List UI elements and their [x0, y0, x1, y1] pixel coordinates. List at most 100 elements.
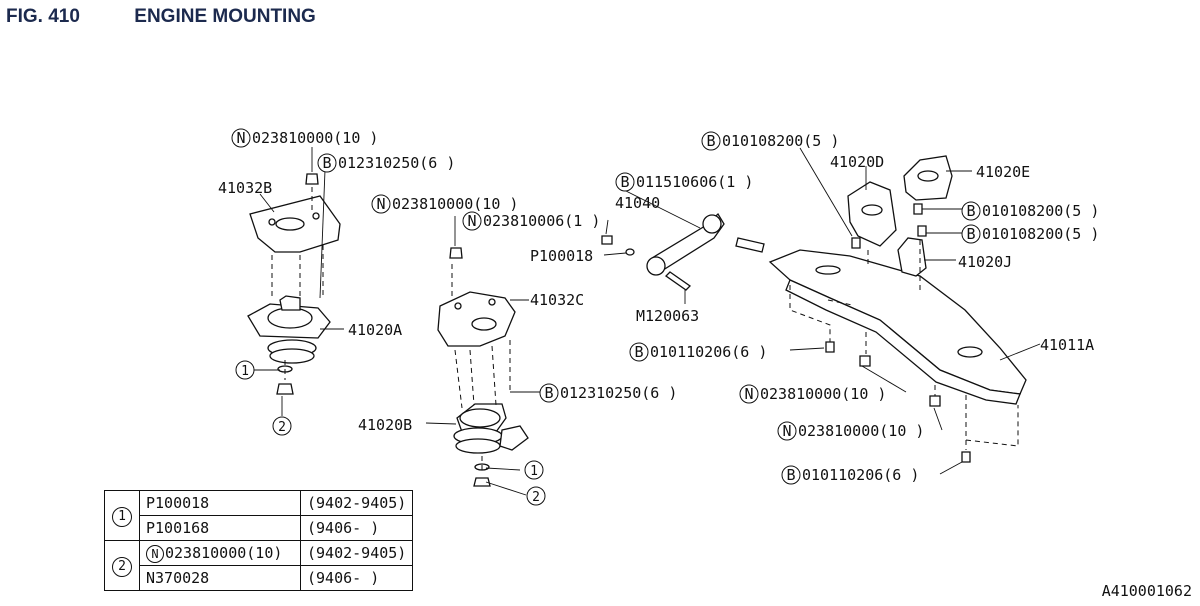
mount-41020d: [847, 181, 897, 247]
callout-text: 010110206(6 ): [802, 466, 919, 484]
table-row: N370028 (9406- ): [105, 565, 414, 591]
figure-number: FIG. 410: [6, 6, 80, 27]
prefix-letter: N: [744, 385, 753, 403]
callout-text: 41020E: [976, 163, 1030, 181]
figure-title: ENGINE MOUNTING: [134, 6, 316, 27]
part-cell: P100018: [139, 490, 301, 516]
callout-p2: 41020A: [348, 321, 402, 339]
callout-text: 41020A: [348, 321, 402, 339]
prefix-letter: B: [966, 225, 975, 243]
callout-n2: N 023810000(10 ): [371, 194, 518, 214]
callout-b8: B 010110206(6 ): [781, 465, 919, 485]
center-assembly-dashes: [451, 264, 511, 474]
callout-text: 011510606(1 ): [636, 173, 753, 191]
callout-text: 023810000(10 ): [392, 195, 518, 213]
range-cell: (9402-9405): [299, 540, 414, 566]
prefix-letter: B: [544, 384, 553, 402]
prefix-letter: B: [966, 202, 975, 220]
prefix-letter: B: [634, 343, 643, 361]
figure-header: FIG. 410 ENGINE MOUNTING: [6, 6, 316, 28]
prefix-circle: [615, 172, 635, 192]
callout-text: 023810000(10 ): [760, 385, 886, 403]
table-row: 1 P100018 (9402-9405): [104, 490, 414, 541]
callout-b6: B 010108200(5 ): [961, 224, 1099, 244]
prefix-letter: B: [786, 466, 795, 484]
mount-41020b: [453, 403, 529, 454]
left-top-nut: [305, 173, 319, 185]
callout-b7: B 010110206(6 ): [629, 342, 767, 362]
callout-text: 012310250(6 ): [560, 384, 677, 402]
mount-41020a: [247, 295, 331, 364]
prefix-circle: [317, 153, 337, 173]
svg-text:1: 1: [241, 364, 249, 379]
prefix-letter: N: [376, 195, 385, 213]
callout-text: P100018: [530, 247, 593, 265]
prefix-circle: [961, 224, 981, 244]
callout-p7: 41020B: [358, 416, 412, 434]
callout-p5: M120063: [636, 307, 699, 325]
callout-text: 012310250(6 ): [338, 154, 455, 172]
callout-b5: B 010108200(5 ): [961, 201, 1099, 221]
callout-n5: N 023810000(10 ): [777, 421, 924, 441]
prefix-letter: B: [322, 154, 331, 172]
catalog-number: A410001062: [1101, 582, 1192, 600]
prefix-circle: [781, 465, 801, 485]
ref-marker-1-left: 1: [235, 360, 255, 380]
svg-text:1: 1: [530, 464, 538, 479]
mount-41020j: [897, 237, 927, 277]
callout-text: 023810000(10 ): [252, 129, 378, 147]
callout-text: 41020J: [958, 253, 1012, 271]
callout-text: 010110206(6 ): [650, 343, 767, 361]
prefix-circle: [777, 421, 797, 441]
mount-41020e: [903, 155, 953, 201]
crossmember-41011a: [768, 249, 1027, 405]
callout-b2: B 011510606(1 ): [615, 172, 753, 192]
prefix-circle: [739, 384, 759, 404]
svg-text:2: 2: [278, 420, 286, 435]
callout-text: 41020B: [358, 416, 412, 434]
callout-p8: 41020D: [830, 153, 884, 171]
callout-p11: 41011A: [1040, 336, 1094, 354]
crossmember-fasteners: [825, 203, 971, 463]
callout-b1: B 012310250(6 ): [317, 153, 455, 173]
range-cell: (9406- ): [299, 565, 414, 591]
callout-text: 41032C: [530, 291, 584, 309]
callout-p6: 41032C: [530, 291, 584, 309]
bracket-41032c: [437, 291, 516, 347]
callout-text: 023810000(10 ): [798, 422, 924, 440]
crossmember-dashes: [789, 240, 1019, 450]
table-row: P100168 (9406- ): [105, 515, 414, 541]
callout-text: 010108200(5 ): [982, 225, 1099, 243]
prefix-circle: [961, 201, 981, 221]
callout-p10: 41020J: [958, 253, 1012, 271]
range-cell: (9406- ): [299, 515, 414, 541]
prefix-circle: [629, 342, 649, 362]
part-cell: N370028: [139, 565, 301, 591]
ref-marker-2-center: 2: [526, 486, 546, 506]
callout-p1: 41032B: [218, 179, 272, 197]
part-cell: P100168: [139, 515, 301, 541]
center-top-nut: [449, 247, 463, 259]
prefix-letter: B: [620, 173, 629, 191]
stopper-41040: [601, 212, 765, 291]
ref-marker-1-center: 1: [524, 460, 544, 480]
prefix-circle: [462, 211, 482, 231]
part-code-table: 1 P100018 (9402-9405) P100168 (9406- ) 2…: [104, 490, 414, 591]
range-cell: (9402-9405): [299, 490, 414, 516]
prefix-letter: N: [782, 422, 791, 440]
prefix-letter: N: [467, 212, 476, 230]
prefix-circle: [371, 194, 391, 214]
callout-p9: 41020E: [976, 163, 1030, 181]
callout-text: 023810006(1 ): [483, 212, 600, 230]
callout-n4: N 023810000(10 ): [739, 384, 886, 404]
callout-text: 010108200(5 ): [982, 202, 1099, 220]
callout-p3: 41040: [615, 194, 660, 212]
callout-text: 41032B: [218, 179, 272, 197]
callout-n3: N 023810006(1 ): [462, 211, 600, 231]
prefix-circle: [539, 383, 559, 403]
left-assembly-dashes: [271, 178, 324, 380]
